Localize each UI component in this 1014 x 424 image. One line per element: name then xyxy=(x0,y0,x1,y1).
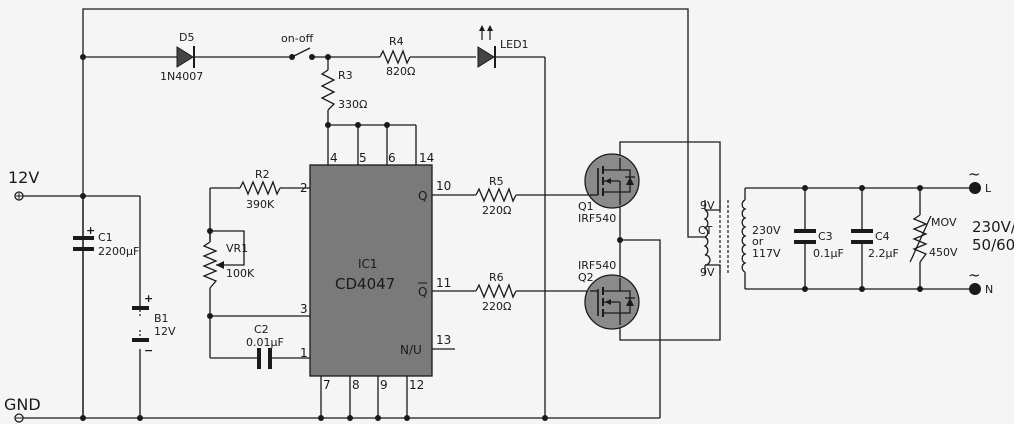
label-12v: 12V xyxy=(8,168,39,187)
q2-ref: Q2 xyxy=(578,271,594,284)
transformer: 9V CT 9V 230V or 117V xyxy=(698,188,781,289)
label-gnd: GND xyxy=(4,395,41,414)
c4-ref: C4 xyxy=(875,230,890,243)
resistor-r6: R6 220Ω xyxy=(475,271,517,313)
ic-pin-14: 14 xyxy=(419,151,434,165)
r4-ref: R4 xyxy=(389,35,404,48)
r2-value: 390K xyxy=(246,198,275,211)
capacitor-c3: C3 0.1µF xyxy=(794,229,844,260)
vr1-ref: VR1 xyxy=(226,242,248,255)
ic-pin-11: 11 xyxy=(436,276,451,290)
xfmr-sec-bottom: 9V xyxy=(700,266,715,279)
terminal-gnd: GND xyxy=(4,395,41,423)
c1-value: 2200µF xyxy=(98,245,139,258)
ic-pin-13: 13 xyxy=(436,333,451,347)
resistor-r5: R5 220Ω xyxy=(475,175,517,217)
xfmr-sec-top: 9V xyxy=(700,199,715,212)
output-voltage: 230V/ xyxy=(972,218,1014,236)
mosfet-q2: IRF540 Q2 xyxy=(578,259,640,330)
ic-pin-5: 5 xyxy=(359,151,367,165)
ic-pin-3: 3 xyxy=(300,302,308,316)
ic-pin-6: 6 xyxy=(388,151,396,165)
c3-value: 0.1µF xyxy=(813,247,844,260)
ic-pin-8: 8 xyxy=(352,378,360,392)
resistor-r2: R2 390K xyxy=(239,168,281,211)
mov-ref: MOV xyxy=(931,216,957,229)
body-diode-icon-q2 xyxy=(626,298,634,306)
ac-tilde-icon: ~ xyxy=(968,165,981,183)
led-led1: LED1 xyxy=(477,25,529,68)
capacitor-c1: + C1 2200µF xyxy=(73,224,139,258)
switch-label: on-off xyxy=(281,32,314,45)
xfmr-pri-line3: 117V xyxy=(752,247,781,260)
ic-pin-1: 1 xyxy=(300,346,308,360)
ac-tilde-icon-n: ~ xyxy=(968,266,981,284)
r6-ref: R6 xyxy=(489,271,504,284)
ic-pin-2: 2 xyxy=(300,181,308,195)
r2-ref: R2 xyxy=(255,168,270,181)
ic-name: CD4047 xyxy=(335,275,395,293)
q2-part: IRF540 xyxy=(578,259,616,272)
c2-value: 0.01µF xyxy=(246,336,284,349)
svg-text:−: − xyxy=(144,344,153,357)
body-diode-icon xyxy=(626,177,634,185)
d5-value: 1N4007 xyxy=(160,70,203,83)
r4-value: 820Ω xyxy=(386,65,415,78)
r3-ref: R3 xyxy=(338,69,353,82)
c1-ref: C1 xyxy=(98,231,113,244)
mosfet-q1: Q1 IRF540 xyxy=(578,153,640,225)
r6-value: 220Ω xyxy=(482,300,511,313)
ic-pin-7: 7 xyxy=(323,378,331,392)
output-terminal-n: ~ N xyxy=(968,266,993,296)
output-frequency: 50/60 xyxy=(972,236,1014,254)
b1-ref: B1 xyxy=(154,312,169,325)
resistor-r4: R4 820Ω xyxy=(379,35,415,78)
output-l: L xyxy=(985,182,992,195)
terminal-12v: 12V xyxy=(8,168,39,201)
ic-pin-4: 4 xyxy=(330,151,338,165)
led1-ref: LED1 xyxy=(500,38,529,51)
capacitor-c4: C4 2.2µF xyxy=(851,229,899,260)
q1-ref: Q1 xyxy=(578,200,594,213)
svg-text:+: + xyxy=(144,292,153,305)
c2-ref: C2 xyxy=(254,323,269,336)
varistor-mov: MOV 450V xyxy=(909,214,958,263)
r5-ref: R5 xyxy=(489,175,504,188)
ic-pin-9: 9 xyxy=(380,378,388,392)
resistor-r3: R3 330Ω xyxy=(320,69,367,111)
battery-b1: + − B1 12V xyxy=(132,292,176,357)
r5-value: 220Ω xyxy=(482,204,511,217)
mov-value: 450V xyxy=(929,246,958,259)
q1-part: IRF540 xyxy=(578,212,616,225)
wires xyxy=(19,8,975,419)
switch-on-off: on-off xyxy=(281,32,315,60)
xfmr-ct: CT xyxy=(698,224,713,237)
xfmr-pri-line2: or xyxy=(752,235,764,248)
c4-value: 2.2µF xyxy=(868,247,899,260)
ic-pin-label-qbar: Q xyxy=(418,285,427,299)
ic-cd4047: IC1 CD4047 Q Q N/U 2 3 1 4 5 6 14 10 11 … xyxy=(300,151,451,392)
vr1-value: 100K xyxy=(226,267,255,280)
svg-text:+: + xyxy=(86,224,95,237)
output-terminal-l: ~ L xyxy=(968,165,992,195)
c3-ref: C3 xyxy=(818,230,833,243)
r3-value: 330Ω xyxy=(338,98,367,111)
xfmr-pri-line1: 230V xyxy=(752,224,781,237)
potentiometer-vr1: VR1 100K xyxy=(202,231,255,289)
b1-value: 12V xyxy=(154,325,176,338)
ic-pin-12: 12 xyxy=(409,378,424,392)
junction-dots xyxy=(80,54,923,421)
diode-d5: D5 1N4007 xyxy=(160,31,203,83)
ic-pin-label-nu: N/U xyxy=(400,343,422,357)
ic-ref: IC1 xyxy=(358,257,378,271)
capacitor-c2: C2 0.01µF xyxy=(246,323,284,369)
ic-pin-label-q: Q xyxy=(418,189,427,203)
output-n: N xyxy=(985,283,993,296)
d5-ref: D5 xyxy=(179,31,194,44)
ic-pin-10: 10 xyxy=(436,179,451,193)
